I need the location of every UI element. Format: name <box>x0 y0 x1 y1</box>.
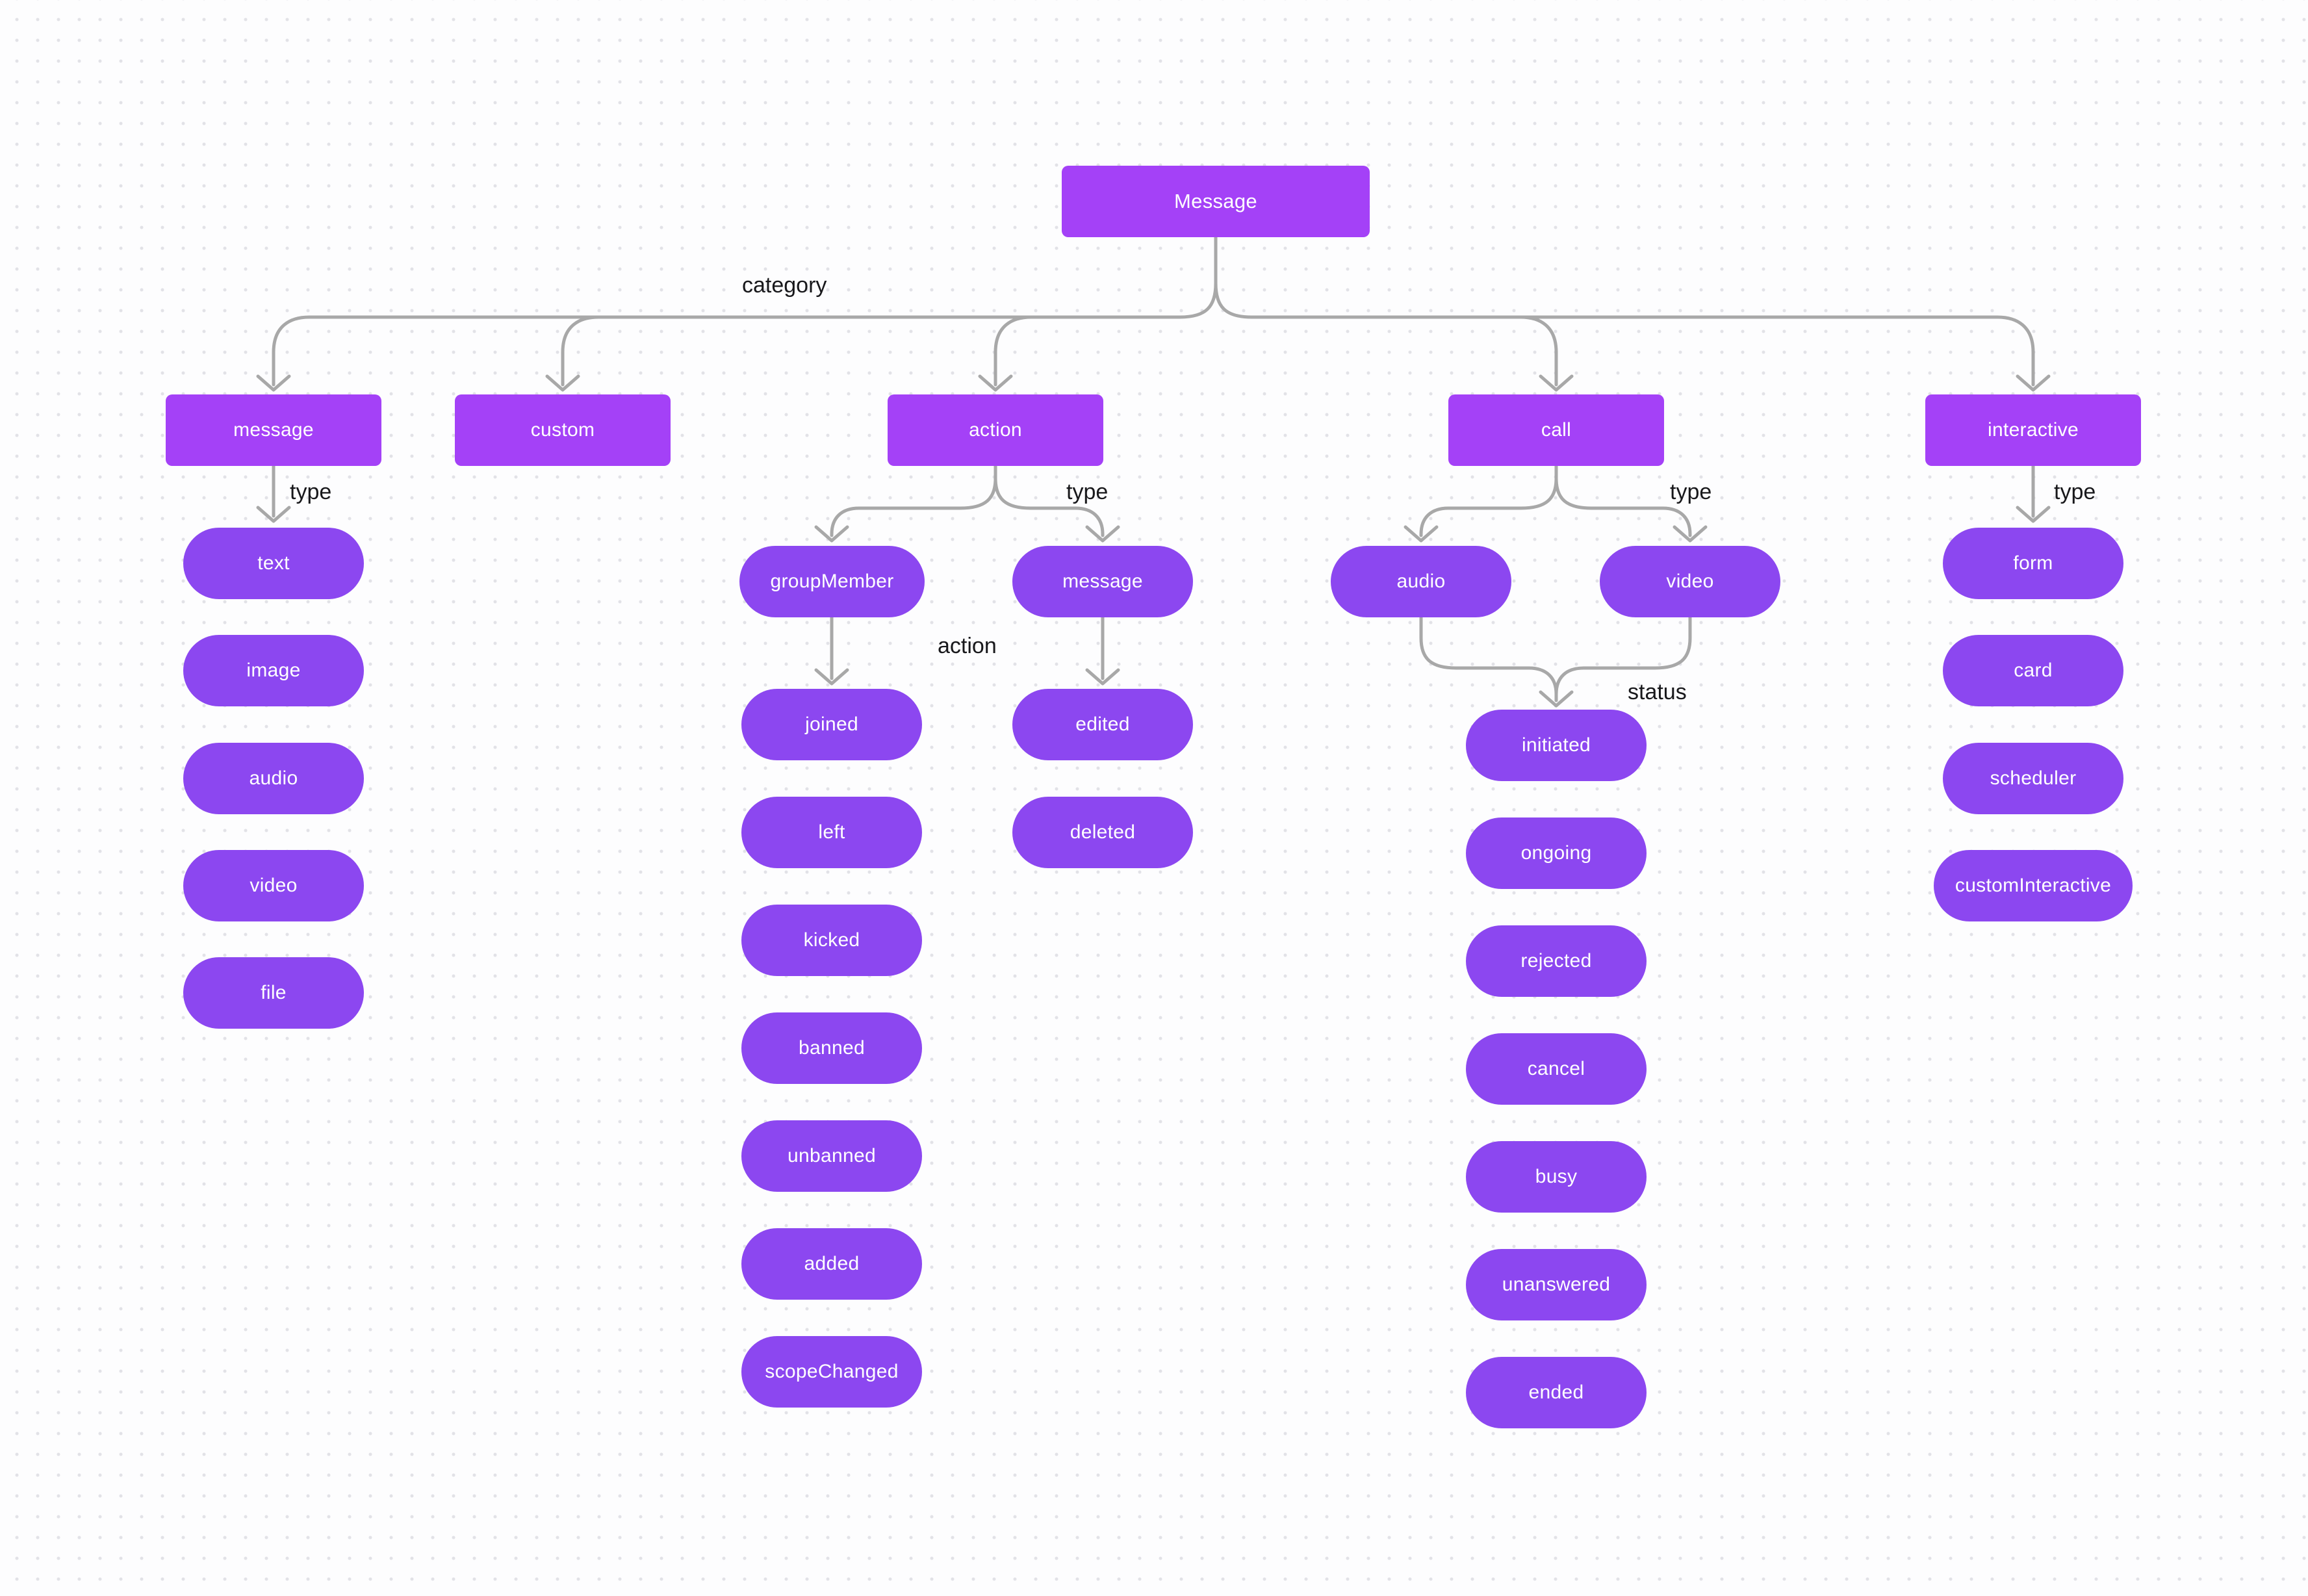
node-action-added[interactable]: added <box>741 1228 922 1300</box>
edge-root-right-rail <box>1214 281 2035 387</box>
node-type-text[interactable]: text <box>183 528 364 599</box>
node-status-busy[interactable]: busy <box>1466 1141 1647 1213</box>
node-root-message[interactable]: Message <box>1062 166 1370 237</box>
node-type-groupmember[interactable]: groupMember <box>739 546 925 617</box>
node-action-joined[interactable]: joined <box>741 689 922 760</box>
node-category-message[interactable]: message <box>166 394 381 466</box>
node-type-message-action[interactable]: message <box>1012 546 1193 617</box>
arrowhead-message-type <box>1085 525 1120 543</box>
edge-call-to-audio <box>1419 464 1558 537</box>
arrowhead-interactive <box>2016 374 2051 392</box>
node-status-unanswered[interactable]: unanswered <box>1466 1249 1647 1320</box>
node-status-ongoing[interactable]: ongoing <box>1466 817 1647 889</box>
arrowhead-joined <box>814 668 849 686</box>
node-type-custominteractive[interactable]: customInteractive <box>1934 850 2133 921</box>
node-type-scheduler[interactable]: scheduler <box>1943 743 2123 814</box>
edge-action-to-message-type <box>994 476 1105 537</box>
edge-label-type-call: type <box>1670 480 1712 504</box>
edge-rail-to-action <box>994 315 1033 387</box>
edge-rail-to-call <box>1519 315 1558 387</box>
edge-label-category: category <box>742 273 827 298</box>
edge-action-to-groupmember <box>830 464 997 537</box>
node-action-deleted[interactable]: deleted <box>1012 797 1193 868</box>
node-action-edited[interactable]: edited <box>1012 689 1193 760</box>
node-type-card[interactable]: card <box>1943 635 2123 706</box>
node-action-scopechanged[interactable]: scopeChanged <box>741 1336 922 1408</box>
edge-audio-to-status <box>1419 615 1558 702</box>
node-status-cancel[interactable]: cancel <box>1466 1033 1647 1105</box>
arrowhead-text <box>256 506 291 523</box>
node-action-left[interactable]: left <box>741 797 922 868</box>
node-category-action[interactable]: action <box>888 394 1103 466</box>
arrowhead-edited <box>1085 668 1120 686</box>
edge-label-type-message: type <box>290 480 332 504</box>
arrowhead-message <box>256 374 291 392</box>
node-type-video-call[interactable]: video <box>1600 546 1780 617</box>
arrowhead-video <box>1673 525 1708 543</box>
node-type-file[interactable]: file <box>183 957 364 1029</box>
arrowhead-groupmember <box>814 525 849 543</box>
node-type-form[interactable]: form <box>1943 528 2123 599</box>
node-type-audio-message[interactable]: audio <box>183 743 364 814</box>
arrowhead-custom <box>545 374 580 392</box>
node-status-ended[interactable]: ended <box>1466 1357 1647 1428</box>
node-action-kicked[interactable]: kicked <box>741 905 922 976</box>
node-action-unbanned[interactable]: unbanned <box>741 1120 922 1192</box>
arrowhead-form <box>2016 506 2051 523</box>
edge-label-type-interactive: type <box>2054 480 2096 504</box>
edge-call-to-video <box>1554 476 1692 537</box>
edge-label-type-action: type <box>1066 480 1109 504</box>
node-category-custom[interactable]: custom <box>455 394 671 466</box>
edge-label-action: action <box>938 634 997 658</box>
node-category-call[interactable]: call <box>1448 394 1664 466</box>
node-status-rejected[interactable]: rejected <box>1466 925 1647 997</box>
node-action-banned[interactable]: banned <box>741 1012 922 1084</box>
edge-video-to-status <box>1554 615 1692 696</box>
node-type-video-message[interactable]: video <box>183 850 364 921</box>
node-status-initiated[interactable]: initiated <box>1466 710 1647 781</box>
edge-label-status: status <box>1628 680 1687 704</box>
node-category-interactive[interactable]: interactive <box>1925 394 2141 466</box>
arrowhead-action <box>978 374 1013 392</box>
arrowhead-initiated <box>1539 690 1574 708</box>
edge-root-left-rail <box>272 235 1218 387</box>
arrowhead-audio <box>1404 525 1439 543</box>
node-type-image[interactable]: image <box>183 635 364 706</box>
edge-rail-to-custom <box>561 315 600 387</box>
node-type-audio-call[interactable]: audio <box>1331 546 1511 617</box>
arrowhead-call <box>1539 374 1574 392</box>
